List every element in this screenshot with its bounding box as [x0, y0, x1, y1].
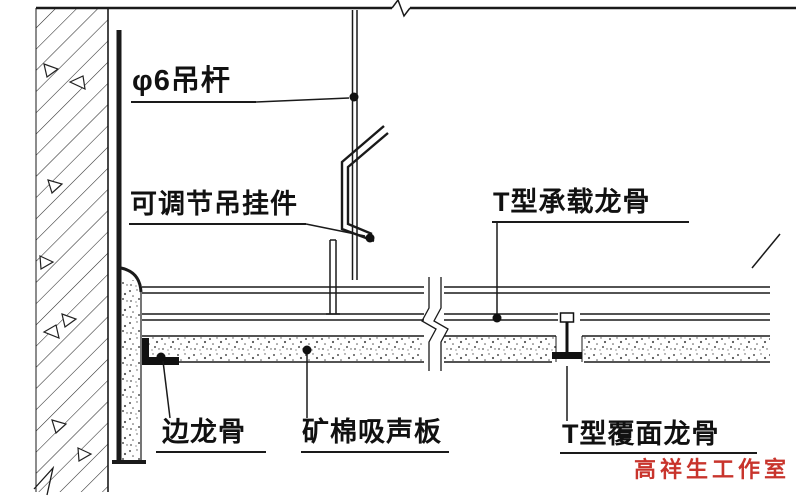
edge-runner-profile — [142, 338, 179, 365]
break-mark-slab — [391, 0, 411, 18]
slab-line — [36, 0, 796, 269]
label-edge-runner: 边龙骨 — [162, 417, 246, 447]
leader-hanger-rod — [131, 92, 359, 103]
mineral-wool-panel — [142, 335, 770, 363]
studio-watermark: 高祥生工作室 — [634, 457, 791, 482]
label-facing-tee: T型覆面龙骨 — [562, 419, 720, 449]
label-load-bearing-tee: T型承载龙骨 — [493, 187, 651, 217]
leader-edge-runner — [156, 352, 266, 453]
break-mark-ceiling — [421, 277, 449, 371]
label-hanger-rod: φ6吊杆 — [132, 65, 231, 97]
leader-dot — [349, 92, 359, 102]
leader-facing-tee — [560, 366, 757, 454]
label-adjustable-hanger: 可调节吊挂件 — [130, 189, 298, 219]
leader-dot — [492, 313, 502, 323]
facing-tee-profile — [552, 312, 582, 359]
leader-mineral-wool — [301, 345, 449, 453]
break-mark-wall-bottom — [33, 465, 55, 496]
leader-load-bearing-tee — [492, 221, 689, 323]
leader-dot — [156, 352, 166, 362]
wall-finish-strip — [112, 30, 146, 464]
wall-section — [33, 8, 109, 496]
leader-adjustable-hanger — [129, 223, 375, 243]
hanger-rod — [351, 10, 358, 280]
label-mineral-wool: 矿棉吸声板 — [302, 417, 442, 447]
concrete-triangles — [39, 63, 93, 463]
main-tee-runner — [142, 286, 770, 321]
leader-dot — [365, 233, 375, 243]
break-mark-right — [751, 233, 781, 269]
leader-dot — [302, 345, 312, 355]
